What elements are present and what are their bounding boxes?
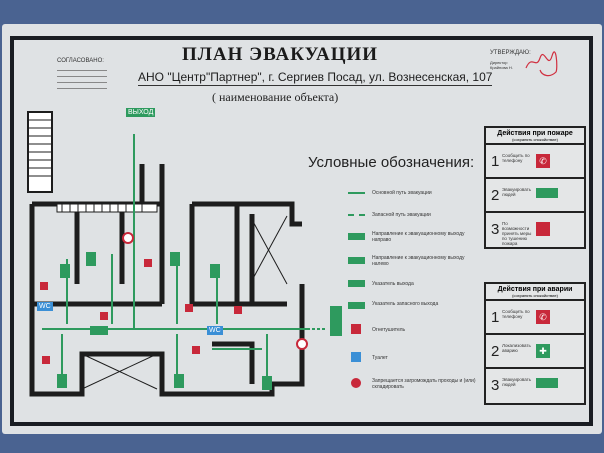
step-number: 2 xyxy=(491,343,500,360)
phone-icon: ✆ xyxy=(536,154,550,168)
accident-actions-panel: Действия при аварии(сохранять спокойстви… xyxy=(484,282,586,405)
legend-item: Направление к эвакуационному выходу нале… xyxy=(372,255,465,267)
step-number: 2 xyxy=(491,187,500,204)
exit-icon xyxy=(536,188,558,198)
step-number: 3 xyxy=(491,377,500,394)
no-obstruction-icon xyxy=(351,378,361,388)
wc-marker: WC xyxy=(37,302,53,311)
object-caption: ( наименование объекта) xyxy=(212,90,339,104)
step-number: 1 xyxy=(491,153,500,170)
approved-label: УТВЕРЖДАЮ: xyxy=(490,50,531,56)
step-text: Сообщить по телефону xyxy=(502,309,530,319)
legend-item: Указатель запасного выхода xyxy=(372,301,439,307)
evacuation-plan-sign: СОГЛАСОВАНО: ПЛАН ЭВАКУАЦИИ АНО "Центр"П… xyxy=(2,24,602,434)
phone-icon: ✆ xyxy=(536,310,550,324)
step-text: Эвакуировать людей xyxy=(502,377,532,387)
toilet-icon xyxy=(351,352,361,362)
director-name: Крайнова Н. xyxy=(490,65,513,70)
legend-item: Огнетушитель xyxy=(372,327,406,333)
agreed-label: СОГЛАСОВАНО: xyxy=(57,58,104,64)
sign-frame xyxy=(10,36,593,426)
exit-sign: ВЫХОД xyxy=(126,108,156,117)
accident-subtitle: (сохранять спокойствие) xyxy=(512,293,558,298)
fire-actions-panel: Действия при пожаре(сохранять спокойстви… xyxy=(484,126,586,249)
director-label: Директор xyxy=(490,60,508,65)
step-text: Локализовать аварию xyxy=(502,343,531,353)
fire-title: Действия при пожаре xyxy=(497,130,573,137)
step-number: 3 xyxy=(491,221,500,238)
wc-marker: WC xyxy=(207,326,223,335)
floor-plan xyxy=(27,111,342,397)
extinguisher-icon xyxy=(351,324,361,334)
legend-item: Туалет xyxy=(372,355,388,361)
legend-item: Запрещается загромождать проходы и (или)… xyxy=(372,378,476,390)
exit-icon xyxy=(536,378,558,388)
exit-sign-icon xyxy=(348,280,365,287)
plan-title: ПЛАН ЭВАКУАЦИИ xyxy=(182,44,379,65)
legend-item: Основной путь эвакуации xyxy=(372,190,432,196)
reserve-route-symbol xyxy=(348,214,365,216)
exit-left-icon xyxy=(348,257,365,264)
step-text: По возможности принять меры по тушению п… xyxy=(502,221,532,246)
object-address: АНО "Центр"Партнер", г. Сергиев Посад, у… xyxy=(138,70,493,86)
legend-title: Условные обозначения: xyxy=(308,154,475,171)
first-aid-icon: ✚ xyxy=(536,344,550,358)
extinguisher-icon xyxy=(536,222,550,236)
fire-subtitle: (сохранять спокойствие) xyxy=(512,137,558,142)
exit-right-icon xyxy=(348,233,365,240)
legend-item: Указатель выхода xyxy=(372,281,414,287)
accident-title: Действия при аварии xyxy=(497,286,573,293)
main-route-symbol xyxy=(348,192,365,194)
reserve-exit-sign-icon xyxy=(348,302,365,309)
signature-icon xyxy=(525,51,558,77)
step-text: Эвакуировать людей xyxy=(502,187,532,197)
step-text: Сообщить по телефону xyxy=(502,153,530,163)
legend-item: Направление к эвакуационному выходу напр… xyxy=(372,231,465,243)
step-number: 1 xyxy=(491,309,500,326)
legend-item: Запасной путь эвакуации xyxy=(372,212,431,218)
